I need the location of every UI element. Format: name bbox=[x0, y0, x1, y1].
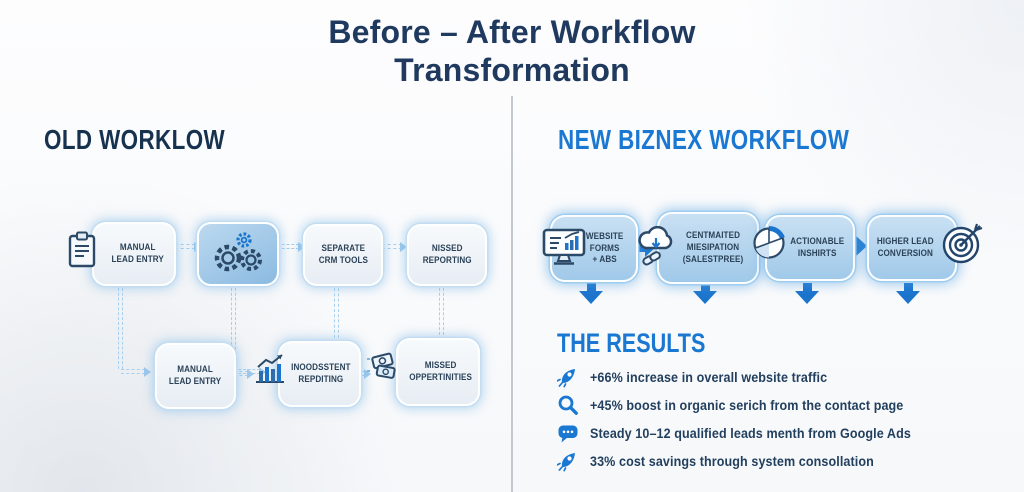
result-item: Steady 10–12 qualified leads menth from … bbox=[557, 419, 935, 447]
old-step-missed-reporting: NISSED REPORTING bbox=[407, 224, 487, 286]
old-step-separate-crm-tools: SEPARATE CRM TOOLS bbox=[303, 224, 383, 286]
new-step-centralized-integration: CENTMAITED MIESIPATION (SALESTPREE) bbox=[657, 212, 759, 284]
result-text: Steady 10–12 qualified leads menth from … bbox=[590, 425, 911, 441]
page-title: Before – After Workflow Transformation bbox=[328, 14, 696, 88]
connector-dashed bbox=[118, 283, 123, 369]
result-item: +66% increase in overall website traffic bbox=[556, 363, 935, 391]
new-step-higher-lead-conversion: HIGHER LEAD CONVERSION bbox=[867, 215, 957, 281]
bar-chart-icon bbox=[253, 352, 287, 386]
arrowhead bbox=[364, 369, 371, 379]
gears-icon bbox=[207, 231, 269, 277]
old-step-missed-opportunities: MISSED OPPERTINITIES bbox=[396, 338, 480, 406]
old-step-manual-lead-entry-2: MANUAL LEAD ENTRY bbox=[155, 343, 236, 409]
flow-arrow-down bbox=[579, 283, 603, 304]
results-list: +66% increase in overall website traffic… bbox=[556, 363, 935, 475]
new-workflow-heading: NEW BIZNEX WORKFLOW bbox=[558, 124, 850, 155]
connector-dashed bbox=[234, 371, 248, 376]
connector-dashed bbox=[175, 244, 195, 249]
old-step-inconsistent-reporting: INOODSSTENT REPDITING bbox=[278, 341, 361, 407]
flow-arrow-down bbox=[693, 283, 717, 304]
old-step-manual-lead-entry: MANUAL LEAD ENTRY bbox=[92, 222, 176, 286]
chat-icon bbox=[557, 422, 579, 444]
arrowhead bbox=[247, 369, 254, 379]
center-divider bbox=[511, 96, 513, 492]
connector-dashed bbox=[231, 283, 236, 369]
old-step-manual-processes bbox=[197, 222, 279, 286]
flow-arrow-down bbox=[896, 283, 920, 304]
result-text: +45% boost in organic serich from the co… bbox=[590, 397, 904, 413]
connector-dashed bbox=[121, 369, 145, 374]
arrowhead bbox=[144, 367, 151, 377]
money-icon bbox=[366, 349, 402, 383]
connector-dashed bbox=[358, 371, 365, 376]
clipboard-icon bbox=[64, 230, 100, 270]
results-heading: THE RESULTS bbox=[557, 328, 706, 358]
connector-dashed bbox=[439, 283, 444, 335]
old-workflow-heading: OLD WORKLOW bbox=[44, 124, 226, 155]
monitor-icon bbox=[541, 226, 587, 268]
flow-arrow-down bbox=[795, 283, 819, 304]
connector-dashed bbox=[277, 244, 299, 249]
search-icon bbox=[557, 394, 579, 416]
result-text: +66% increase in overall website traffic bbox=[590, 369, 828, 385]
pie-chart-icon bbox=[750, 224, 788, 262]
cloud-sync-icon bbox=[636, 223, 676, 269]
result-item: +45% boost in organic serich from the co… bbox=[557, 391, 935, 419]
result-text: 33% cost savings through system consolla… bbox=[590, 453, 874, 469]
arrowhead bbox=[400, 242, 407, 252]
target-icon bbox=[940, 221, 986, 265]
result-item: 33% cost savings through system consolla… bbox=[556, 447, 935, 475]
arrowhead bbox=[298, 242, 305, 252]
connector-dashed bbox=[382, 244, 402, 249]
rocket-icon bbox=[556, 450, 579, 472]
connector-dashed bbox=[334, 283, 339, 338]
rocket-icon bbox=[556, 366, 579, 388]
